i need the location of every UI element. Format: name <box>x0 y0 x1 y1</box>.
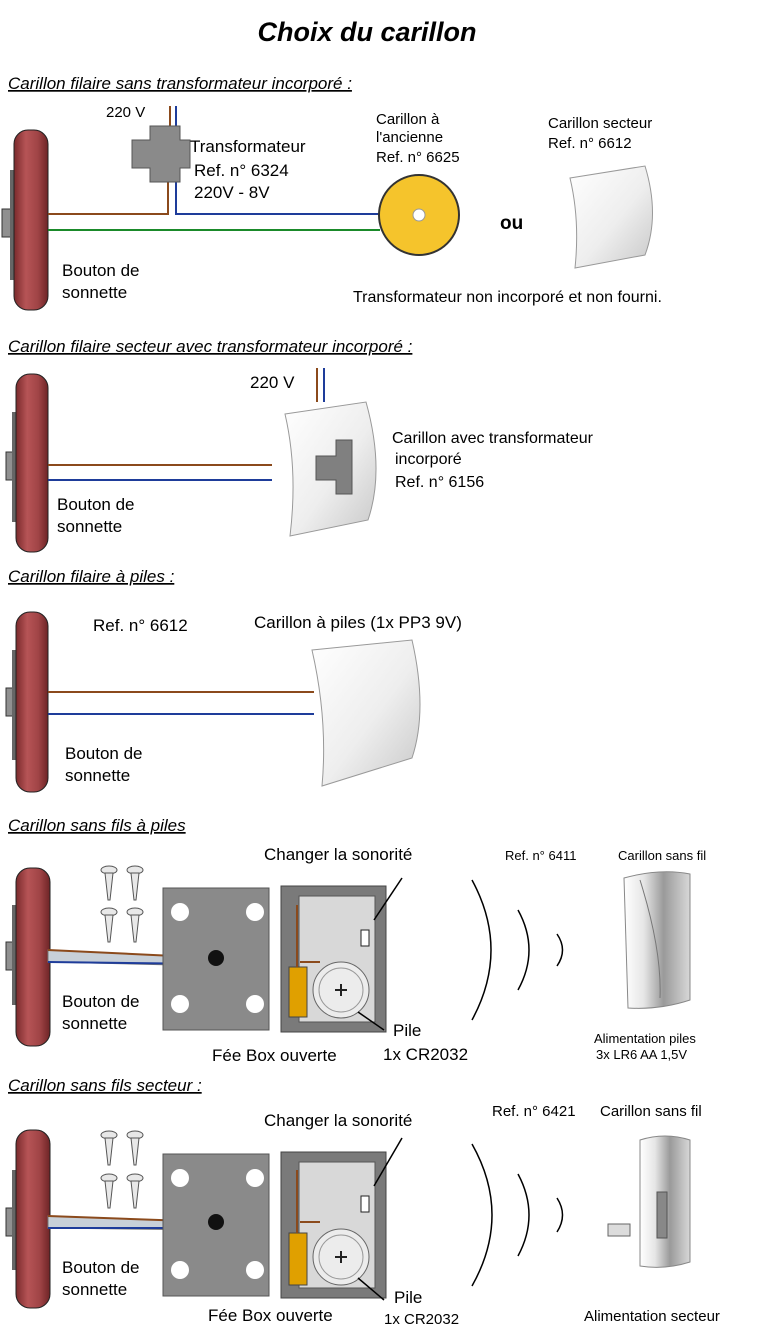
mains-chime-label: Carillon secteur <box>548 115 652 132</box>
voltage-label: 220 V <box>106 104 145 121</box>
pile-type: 1x CR2032 <box>383 1045 468 1064</box>
chime-label-2: incorporé <box>395 451 462 468</box>
transformer-note: Transformateur non incorporé et non four… <box>353 289 662 306</box>
transformer-label: Transformateur <box>190 137 306 156</box>
doorbell-button <box>5 373 49 553</box>
old-chime-ref: Ref. n° 6625 <box>376 149 460 166</box>
old-chime-label-2: l'ancienne <box>376 129 443 146</box>
ref-label: Ref. n° 6421 <box>492 1103 576 1120</box>
mains-chime-icon <box>569 165 653 269</box>
transformer-voltage: 220V - 8V <box>194 183 270 202</box>
button-label-2: sonnette <box>62 1014 127 1033</box>
wireless-chime-icon <box>623 871 691 1009</box>
transformer-ref: Ref. n° 6324 <box>194 161 289 180</box>
section-wired-mains: Carillon filaire secteur avec transforma… <box>5 337 594 553</box>
chime-label: Carillon sans fil <box>600 1103 702 1120</box>
box-label: Fée Box ouverte <box>208 1306 333 1325</box>
pointer-line <box>357 1011 385 1031</box>
button-label-2: sonnette <box>57 517 122 536</box>
power-label: Alimentation piles <box>594 1031 696 1046</box>
mains-chime-transformer-icon <box>284 401 377 537</box>
section-heading: Carillon filaire secteur avec transforma… <box>8 337 413 356</box>
fee-box-open-icon <box>280 885 387 1033</box>
chime-label: Carillon à piles (1x PP3 9V) <box>254 613 462 632</box>
button-label-2: sonnette <box>62 1280 127 1299</box>
button-label: Bouton de <box>57 495 135 514</box>
radio-waves-icon <box>471 879 564 1021</box>
or-label: ou <box>500 213 523 234</box>
button-label-2: sonnette <box>62 283 127 302</box>
ref-label: Ref. n° 6612 <box>93 616 188 635</box>
button-label: Bouton de <box>62 261 140 280</box>
radio-waves-icon <box>471 1143 564 1287</box>
section-wired-battery: Carillon filaire à piles : Ref. n° 6612 … <box>5 567 462 793</box>
old-chime-label: Carillon à <box>376 111 440 128</box>
button-label: Bouton de <box>65 744 143 763</box>
section-heading: Carillon filaire sans transformateur inc… <box>8 74 352 93</box>
pile-label: Pile <box>393 1021 421 1040</box>
doorbell-button <box>5 1129 51 1309</box>
change-sound-label: Changer la sonorité <box>264 1111 412 1130</box>
doorbell-button <box>5 867 51 1047</box>
section-wired-no-transformer: Carillon filaire sans transformateur inc… <box>1 74 662 311</box>
button-label: Bouton de <box>62 992 140 1011</box>
voltage-label: 220 V <box>250 373 295 392</box>
box-label: Fée Box ouverte <box>212 1046 337 1065</box>
mains-chime-ref: Ref. n° 6612 <box>548 135 632 152</box>
power-label: Alimentation secteur <box>584 1308 720 1325</box>
old-chime-icon <box>378 174 460 256</box>
button-label-2: sonnette <box>65 766 130 785</box>
chime-label: Carillon avec transformateur <box>392 430 594 447</box>
change-sound-label: Changer la sonorité <box>264 845 412 864</box>
mains-wireless-chime-icon <box>607 1135 691 1268</box>
fee-box-back-icon <box>162 1153 270 1297</box>
fee-box-open-icon <box>280 1151 387 1299</box>
chime-label: Carillon sans fil <box>618 848 706 863</box>
pointer-line <box>357 1277 385 1301</box>
chime-ref: Ref. n° 6156 <box>395 474 484 491</box>
pointer-line <box>373 877 403 921</box>
pointer-line <box>373 1137 403 1187</box>
section-heading: Carillon sans fils secteur : <box>8 1076 202 1095</box>
button-label: Bouton de <box>62 1258 140 1277</box>
battery-chime-icon <box>311 639 421 787</box>
doorbell-button <box>1 129 49 311</box>
page-title: Choix du carillon <box>257 17 476 47</box>
pile-type: 1x CR2032 <box>384 1311 459 1328</box>
ref-label: Ref. n° 6411 <box>505 848 576 863</box>
section-heading: Carillon filaire à piles : <box>8 567 175 586</box>
fee-box-back-icon <box>162 887 270 1031</box>
section-heading: Carillon sans fils à piles <box>8 816 186 835</box>
transformer-icon <box>131 125 191 183</box>
pile-label: Pile <box>394 1288 422 1307</box>
section-wireless-battery: Carillon sans fils à piles <box>5 816 706 1065</box>
power-detail: 3x LR6 AA 1,5V <box>596 1047 687 1062</box>
section-wireless-mains: Carillon sans fils secteur : <box>5 1076 720 1328</box>
screws-icon <box>100 1130 144 1209</box>
screws-icon <box>100 865 144 943</box>
doorbell-button <box>5 611 49 793</box>
